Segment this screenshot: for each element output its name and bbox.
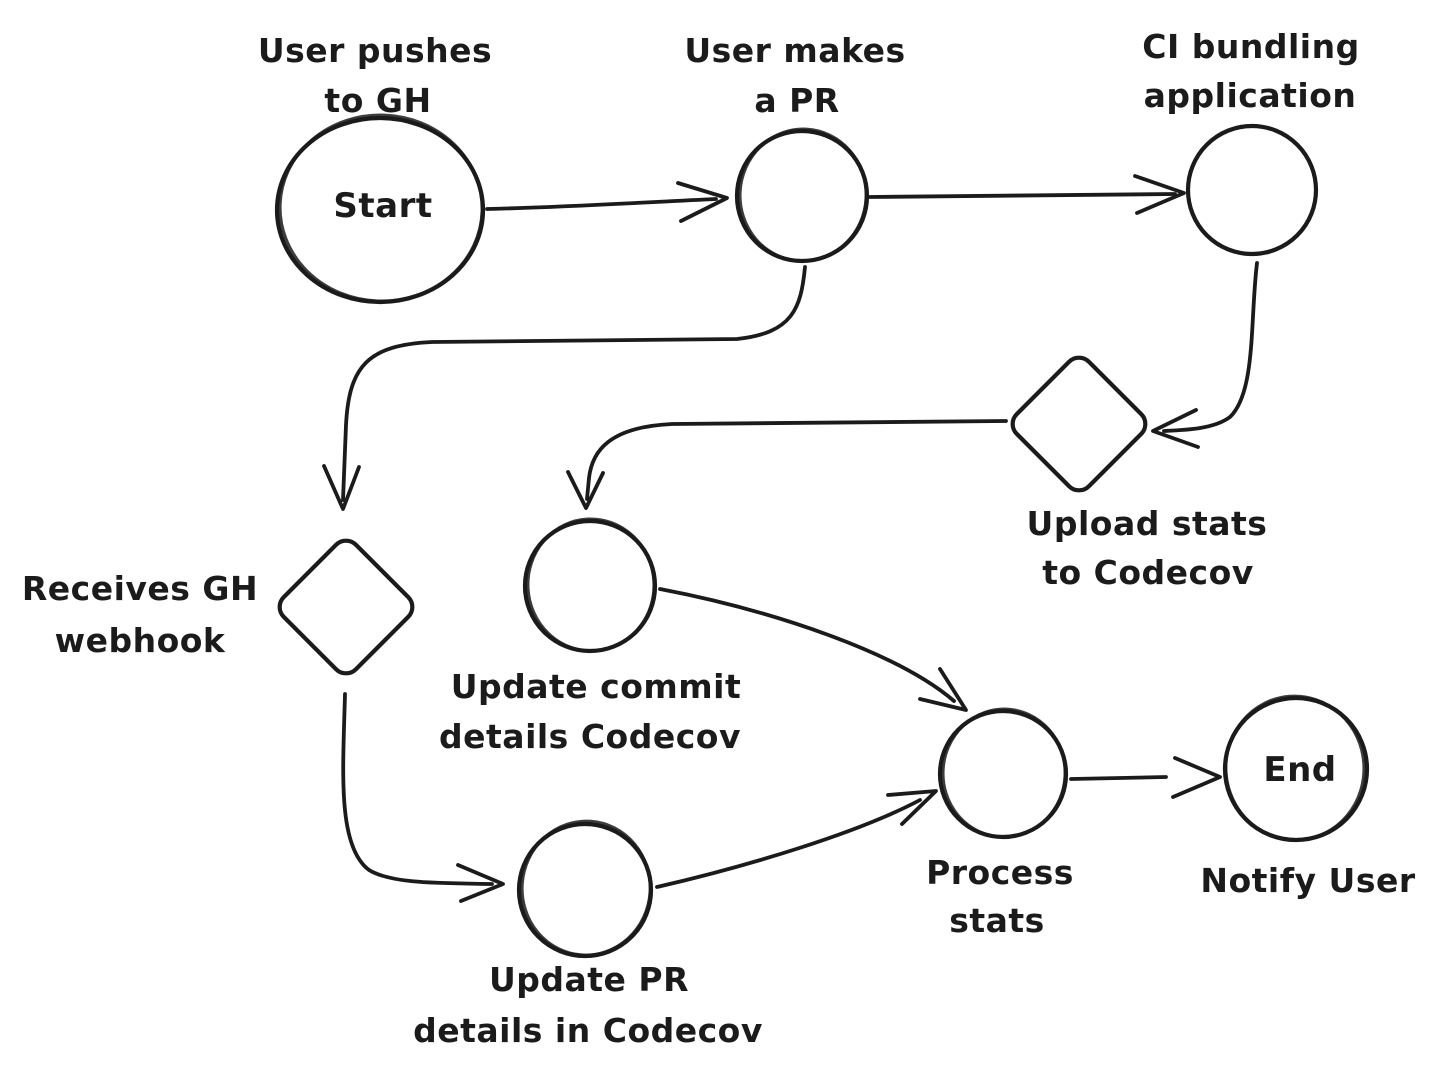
node-start <box>274 113 486 305</box>
label-receives-webhook-line1: Receives GH <box>22 569 258 608</box>
label-update-commit-line1: Update commit <box>451 667 742 706</box>
edge-pr-to-webhook <box>322 265 807 511</box>
edge-pr-to-ci <box>867 174 1186 215</box>
node-user-makes-pr <box>734 127 870 264</box>
label-receives-webhook-line2: webhook <box>55 621 226 660</box>
node-upload-stats <box>1010 355 1148 493</box>
edge-upload-to-update-commit <box>566 419 1008 510</box>
label-user-makes-line2: a PR <box>754 81 839 120</box>
node-start-text: Start <box>333 186 432 226</box>
label-update-pr-line2: details in Codecov <box>413 1011 763 1050</box>
label-user-makes-line1: User makes <box>684 31 905 70</box>
label-user-pushes-line2: to GH <box>324 81 431 120</box>
label-process-stats-line2: stats <box>949 901 1045 940</box>
edge-start-to-pr <box>485 181 729 223</box>
label-update-pr-line1: Update PR <box>489 960 689 999</box>
node-ci-bundling <box>1185 123 1319 257</box>
label-notify-user: Notify User <box>1200 861 1416 900</box>
labels: User pushes to GH Start User makes a PR … <box>22 27 1416 1050</box>
label-process-stats-line1: Process <box>926 853 1074 892</box>
node-update-pr <box>516 819 654 959</box>
edge-process-to-end <box>1069 756 1222 799</box>
label-upload-stats-line1: Upload stats <box>1027 504 1268 543</box>
node-end-text: End <box>1263 750 1336 790</box>
edge-ci-to-upload <box>1151 261 1259 449</box>
node-receives-webhook <box>277 538 415 676</box>
label-upload-stats-line2: to Codecov <box>1042 553 1254 592</box>
node-end <box>1222 694 1370 843</box>
label-ci-bundling-line1: CI bundling <box>1142 27 1359 66</box>
node-process-stats <box>937 707 1069 840</box>
node-update-commit <box>522 517 658 654</box>
edge-webhook-to-update-pr <box>341 692 505 903</box>
label-update-commit-line2: details Codecov <box>439 717 741 756</box>
label-user-pushes-line1: User pushes <box>258 31 492 70</box>
label-ci-bundling-line2: application <box>1144 76 1357 115</box>
edge-update-pr-to-process <box>655 789 938 889</box>
edge-update-commit-to-process <box>658 587 968 712</box>
